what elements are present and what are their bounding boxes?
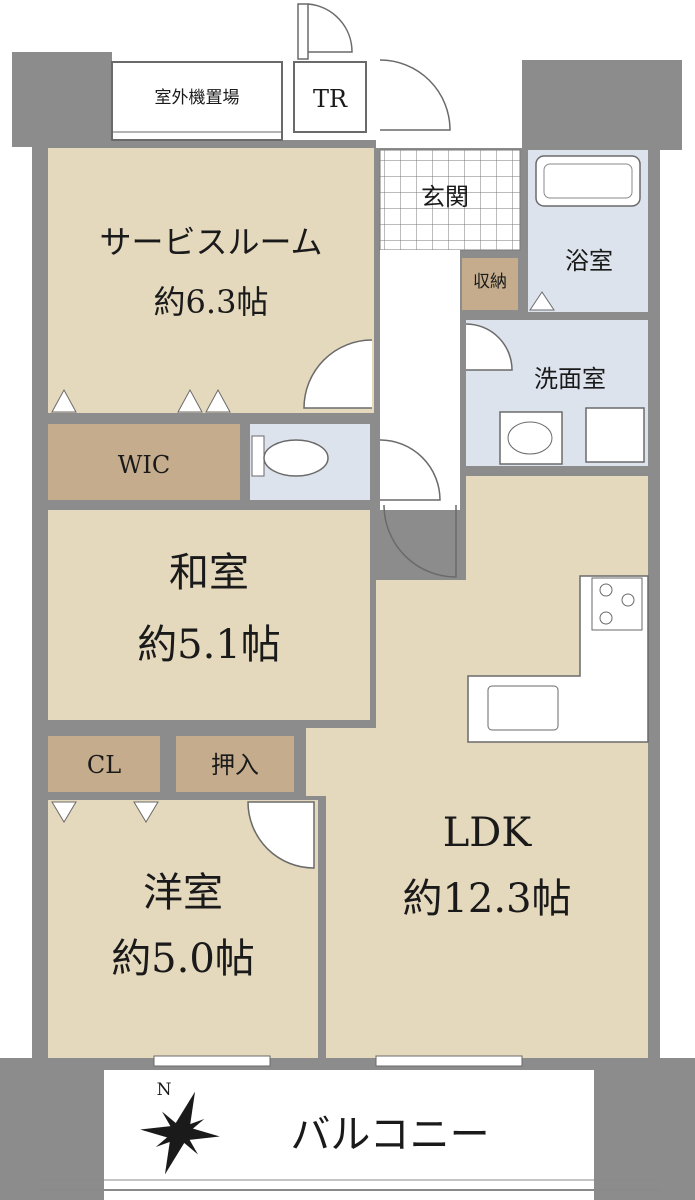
service-room-area: 約6.3帖	[153, 283, 269, 321]
service-room-name: サービスルーム	[99, 223, 323, 261]
genkan-label: 玄関	[421, 183, 469, 211]
yokushitsu-label: 浴室	[565, 247, 613, 275]
compass-icon	[140, 1091, 220, 1175]
stove	[591, 577, 643, 631]
pillar-top-left	[12, 52, 112, 147]
yoshitsu-name: 洋室	[143, 870, 223, 916]
tr-box	[293, 61, 367, 133]
door-swing	[307, 3, 353, 53]
tr-label: TR	[312, 85, 348, 113]
door-swing	[247, 801, 315, 869]
window	[375, 1055, 523, 1067]
shuno-floor	[462, 258, 518, 310]
balcony-label: バルコニー	[290, 1112, 490, 1158]
washing-machine-pan	[585, 407, 645, 463]
ldk-floor	[306, 476, 648, 1058]
ldk-area: 約12.3帖	[402, 876, 572, 922]
washitsu-name: 和室	[169, 550, 249, 596]
wic-floor	[48, 424, 240, 500]
washitsu-area: 約5.1帖	[137, 622, 281, 668]
door-swing	[465, 323, 513, 371]
yoshitsu-area: 約5.0帖	[111, 936, 255, 982]
outdoor-unit-area	[111, 61, 283, 141]
wic-label: WIC	[117, 451, 171, 479]
hallway	[380, 250, 460, 510]
oshiire-floor	[176, 736, 294, 792]
kitchen-sink	[487, 685, 559, 731]
ldk-name: LDK	[442, 810, 532, 856]
washitsu-floor	[48, 510, 370, 720]
pillar-bottom-right	[594, 1058, 695, 1200]
oshiire-label: 押入	[211, 751, 259, 779]
door-swing	[379, 439, 441, 501]
cl-floor	[48, 736, 160, 792]
shuno-label: 収納	[473, 272, 507, 292]
door-swing	[303, 339, 373, 409]
genkan-floor	[379, 149, 521, 251]
pillar-bottom-left	[0, 1058, 104, 1200]
entrance-door-swing	[379, 59, 451, 131]
pillar-top-right	[522, 60, 682, 150]
cl-label: CL	[86, 751, 122, 779]
senmenshitsu-label: 洗面室	[534, 365, 606, 393]
window	[153, 1055, 271, 1067]
outdoor-unit-label: 室外機置場	[154, 88, 240, 108]
toilet-bowl	[263, 439, 329, 477]
door-swing	[383, 504, 457, 578]
compass-north-label: N	[156, 1080, 172, 1100]
